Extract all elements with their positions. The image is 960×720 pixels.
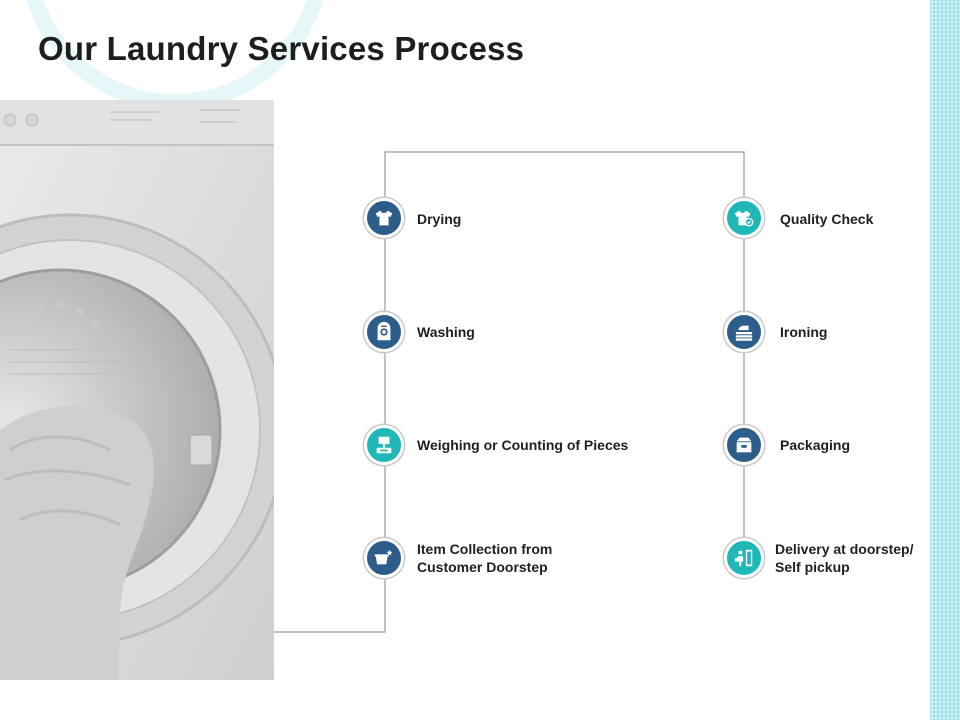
step-node-weighing bbox=[364, 425, 404, 465]
step-label-quality-check: Quality Check bbox=[780, 211, 874, 227]
step-label-weighing: Weighing or Counting of Pieces bbox=[417, 437, 629, 453]
step-node-packaging bbox=[724, 425, 764, 465]
step-label-delivery: Delivery at doorstep/ Self pickup bbox=[775, 541, 914, 575]
step-label-packaging: Packaging bbox=[780, 437, 851, 453]
scale-icon bbox=[376, 436, 392, 454]
washing-machine-photo bbox=[0, 100, 274, 680]
step-label-drying: Drying bbox=[417, 211, 462, 227]
step-node-delivery bbox=[724, 538, 764, 578]
step-node-quality-check bbox=[724, 198, 764, 238]
step-label-washing: Washing bbox=[417, 324, 475, 340]
iron-stack-icon bbox=[735, 325, 753, 341]
box-icon bbox=[736, 437, 752, 453]
step-node-item-collection bbox=[364, 538, 404, 578]
step-node-drying bbox=[364, 198, 404, 238]
washing-machine-icon bbox=[377, 321, 391, 341]
step-label-ironing: Ironing bbox=[780, 324, 828, 340]
step-label-item-collection: Item Collection from Customer Doorstep bbox=[417, 541, 553, 575]
step-node-ironing bbox=[724, 312, 764, 352]
delivery-icon bbox=[734, 549, 753, 567]
shirt-icon bbox=[375, 210, 393, 226]
decorative-side-strip bbox=[930, 0, 960, 720]
page-title: Our Laundry Services Process bbox=[38, 30, 525, 67]
step-node-washing bbox=[364, 312, 404, 352]
shirt-check-icon bbox=[734, 210, 754, 227]
basket-icon bbox=[374, 549, 393, 565]
